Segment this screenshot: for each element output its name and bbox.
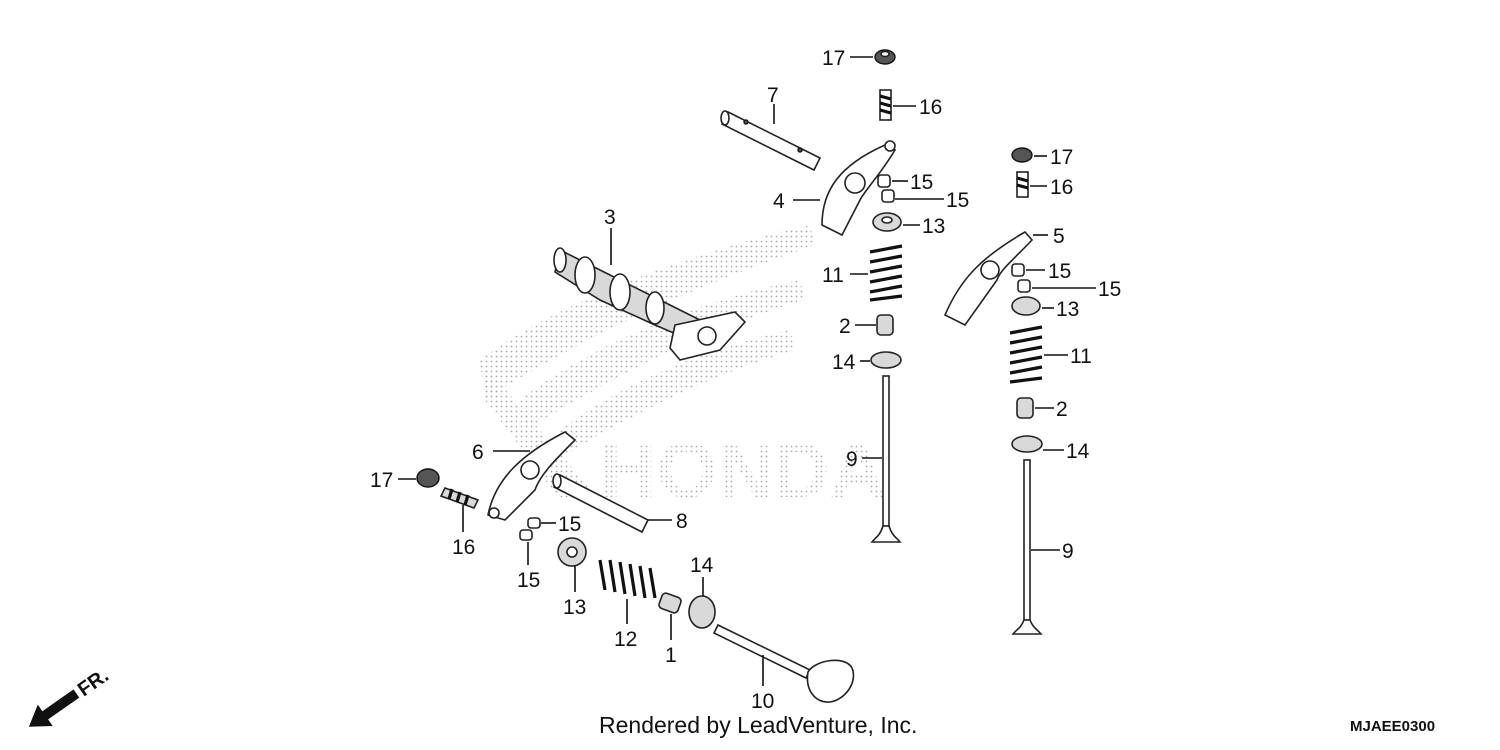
callout-15a: 15	[910, 171, 933, 194]
callout-15b: 15	[946, 189, 969, 212]
seat-14c	[688, 595, 716, 629]
callout-15f: 15	[517, 569, 540, 592]
callout-14a: 14	[832, 351, 856, 374]
callout-16b: 16	[1050, 176, 1073, 199]
nut-17b	[1011, 147, 1033, 163]
callout-17b: 17	[1050, 146, 1073, 169]
rocker-shaft-7	[720, 110, 822, 172]
cotter-15d	[1017, 279, 1031, 293]
nut-17c	[416, 468, 440, 488]
callout-5: 5	[1053, 225, 1065, 248]
callout-15c: 15	[1048, 260, 1071, 283]
rocker-arm-5	[943, 230, 1034, 327]
diagram-code: MJAEE0300	[1350, 718, 1435, 735]
adjust-screw-16a	[879, 89, 892, 121]
cotter-15f	[519, 529, 533, 541]
seat-14b	[1011, 435, 1043, 453]
callout-11a: 11	[822, 264, 844, 287]
cotter-15a	[877, 174, 891, 188]
callout-10: 10	[751, 690, 774, 713]
valve-10	[712, 623, 855, 703]
cotter-15b	[881, 189, 895, 203]
callout-13b: 13	[1056, 298, 1079, 321]
retainer-13c	[557, 537, 587, 567]
camshaft-3	[553, 247, 747, 361]
adjust-screw-16b	[1016, 171, 1029, 198]
valve-9a	[870, 375, 902, 543]
callout-17c: 17	[370, 469, 393, 492]
seal-2b	[1016, 397, 1034, 419]
front-label: FR.	[74, 665, 113, 702]
spring-12	[598, 559, 657, 599]
callout-2b: 2	[1056, 398, 1068, 421]
callout-11b: 11	[1070, 345, 1092, 368]
callout-15e: 15	[558, 513, 581, 536]
callout-13c: 13	[563, 596, 586, 619]
callout-14c: 14	[690, 554, 714, 577]
valve-9b	[1011, 459, 1043, 635]
seal-1	[658, 592, 682, 614]
callout-3: 3	[604, 206, 616, 229]
nut-17a	[874, 49, 896, 65]
callout-13a: 13	[922, 215, 945, 238]
callout-16a: 16	[919, 96, 942, 119]
spring-11a	[869, 244, 903, 302]
callout-1: 1	[665, 644, 677, 667]
spring-11b	[1009, 325, 1043, 384]
seal-2a	[876, 314, 894, 336]
callout-6: 6	[472, 441, 484, 464]
callout-17a: 17	[822, 47, 845, 70]
rocker-arm-4	[821, 140, 897, 237]
retainer-13a	[872, 212, 902, 232]
adjust-screw-16c	[439, 487, 480, 509]
callout-9b: 9	[1062, 540, 1074, 563]
arrow-icon	[28, 689, 80, 727]
rocker-arm-6	[487, 431, 577, 521]
honda-watermark-text: HONDA	[600, 426, 886, 514]
callout-9a: 9	[846, 448, 858, 471]
leader-lines	[398, 56, 1096, 686]
cotter-15c	[1011, 263, 1025, 277]
seat-14a	[870, 351, 902, 369]
footer-credit: Rendered by LeadVenture, Inc.	[599, 712, 917, 738]
callout-7: 7	[767, 84, 779, 107]
callout-15d: 15	[1098, 278, 1121, 301]
callout-2a: 2	[839, 315, 851, 338]
rocker-shaft-8	[552, 473, 650, 534]
callout-14b: 14	[1066, 440, 1090, 463]
retainer-13b	[1011, 296, 1041, 316]
cotter-15e	[527, 517, 541, 529]
callout-16c: 16	[452, 536, 475, 559]
callout-4: 4	[773, 190, 785, 213]
front-direction-arrow: FR.	[28, 665, 113, 727]
callouts: 17 16 7 15 15 4 13 3 11 2 14 9 17 16 5 1…	[370, 47, 1121, 713]
callout-12: 12	[614, 628, 637, 651]
callout-8: 8	[676, 510, 688, 533]
